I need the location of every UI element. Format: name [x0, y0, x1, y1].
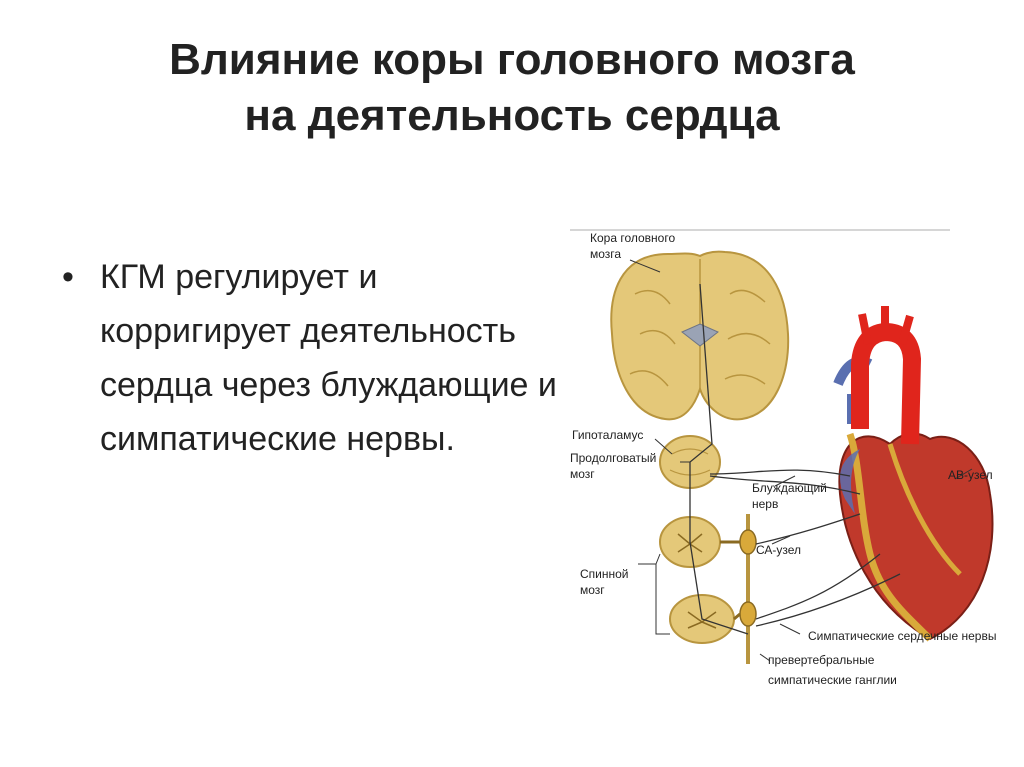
label-spinal-line2: мозг	[580, 583, 605, 597]
heart	[833, 306, 994, 642]
slide-title-line1: Влияние коры головного мозга	[169, 35, 855, 84]
bullet-text: КГМ регулирует и корригирует деятельност…	[100, 258, 557, 458]
bullet-dot-icon: •	[62, 258, 74, 296]
diagram-svg: Кора головного мозга Гипоталамус Продолг…	[570, 229, 996, 687]
label-sympathetic-nerves: Симпатические сердечные нервы	[808, 629, 996, 643]
label-leaders	[629, 259, 973, 662]
slide-title-line2: на деятельность сердца	[244, 91, 780, 140]
label-medulla-line1: Продолговатый	[570, 451, 656, 465]
label-medulla-line2: мозг	[570, 467, 595, 481]
label-sa-node: СА-узел	[756, 543, 801, 557]
label-spinal-line1: Спинной	[580, 567, 629, 581]
label-av-node: АВ-узел	[948, 468, 993, 482]
label-ganglia-line2: симпатические ганглии	[768, 673, 897, 687]
nerve-pathways	[689, 283, 901, 635]
slide-title: Влияние коры головного мозга на деятельн…	[0, 32, 1024, 144]
bullet-list: • КГМ регулирует и корригирует деятельно…	[58, 250, 558, 466]
label-hypothalamus: Гипоталамус	[572, 428, 643, 442]
brain-heart-diagram: Кора головного мозга Гипоталамус Продолг…	[560, 214, 1016, 700]
label-cortex-line2: мозга	[590, 247, 621, 261]
label-vagus-line2: нерв	[752, 497, 778, 511]
brain-cortex	[610, 250, 790, 421]
label-cortex-line1: Кора головного	[590, 231, 675, 245]
label-vagus-line1: Блуждающий	[752, 481, 827, 495]
bullet-item: • КГМ регулирует и корригирует деятельно…	[58, 250, 558, 466]
label-ganglia-line1: превертебральные	[768, 653, 875, 667]
